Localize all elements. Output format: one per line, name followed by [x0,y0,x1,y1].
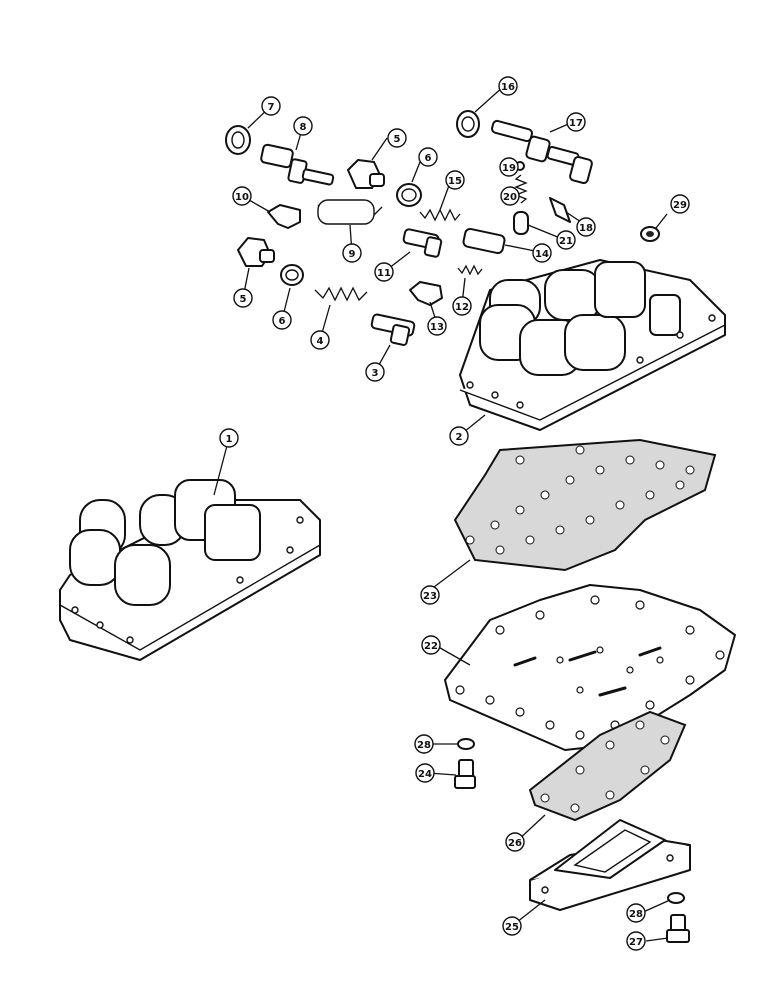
washer-6-lower [280,264,304,286]
valve-body-assembly-1 [59,479,321,661]
bolt-24 [454,759,476,789]
small-gasket-26 [528,710,687,822]
callout-14: 14 [532,243,552,263]
valve-14 [462,227,506,255]
callout-label: 14 [535,249,549,260]
callout-label: 18 [579,223,593,234]
callout-5-lower: 5 [233,288,253,308]
valve-spool-17 [491,119,593,185]
callout-28-lower: 28 [626,903,646,923]
callout-label: 10 [235,192,249,203]
spring-9 [317,199,383,225]
callout-label: 3 [372,368,379,379]
callout-18: 18 [576,217,596,237]
callout-6-upper: 6 [418,147,438,167]
spring-4 [314,286,368,302]
callout-17: 17 [566,112,586,132]
callout-label: 9 [349,249,356,260]
callout-12: 12 [452,296,472,316]
callout-label: 4 [317,336,324,347]
callout-5-upper: 5 [387,128,407,148]
callout-label: 24 [418,769,432,780]
seal-ring-16 [456,110,480,138]
callout-label: 28 [417,740,431,751]
callout-label: 5 [240,294,247,305]
callout-1: 1 [219,428,239,448]
callout-25: 25 [502,916,522,936]
callout-8: 8 [293,116,313,136]
callout-label: 29 [673,200,687,211]
callout-24: 24 [415,763,435,783]
cover-25 [529,819,691,911]
callout-26: 26 [505,832,525,852]
plug-5-lower [237,237,275,267]
callout-15: 15 [445,170,465,190]
callout-label: 27 [629,937,643,948]
callout-6-lower: 6 [272,310,292,330]
valve-11 [402,228,443,258]
valve-body-2 [459,259,726,431]
callout-28-upper: 28 [414,734,434,754]
callout-2: 2 [449,426,469,446]
callout-label: 15 [448,176,462,187]
callout-27: 27 [626,931,646,951]
callout-7: 7 [261,96,281,116]
callout-label: 16 [501,82,515,93]
spring-20 [514,174,528,204]
callout-label: 2 [456,432,463,443]
callout-label: 25 [505,922,519,933]
plug-5-upper [347,159,385,189]
callout-9: 9 [342,243,362,263]
callout-3: 3 [365,362,385,382]
callout-13: 13 [427,316,447,336]
separator-plate-22 [444,584,736,751]
callout-label: 6 [425,153,432,164]
callout-19: 19 [499,157,519,177]
spring-15 [419,208,461,222]
callout-10: 10 [232,186,252,206]
spring-12 [457,264,483,276]
callout-22: 22 [421,635,441,655]
callout-label: 21 [559,236,573,247]
callout-label: 8 [300,122,307,133]
plunger-21 [513,211,529,235]
callout-label: 23 [423,591,437,602]
callout-4: 4 [310,330,330,350]
seal-ring-7 [225,125,251,155]
callout-11: 11 [374,262,394,282]
washer-6-upper [396,183,422,207]
callout-20: 20 [500,186,520,206]
callout-16: 16 [498,76,518,96]
clip-18 [549,197,571,223]
washer-28-lower [667,892,685,904]
callout-label: 13 [430,322,444,333]
callout-label: 1 [226,434,233,445]
callout-label: 12 [455,302,469,313]
callout-23: 23 [420,585,440,605]
bolt-27 [666,914,690,943]
washer-28-upper [457,738,475,750]
callout-label: 22 [424,641,438,652]
callout-label: 5 [394,134,401,145]
valve-spool-8 [260,143,335,186]
callout-label: 20 [503,192,517,203]
callout-label: 11 [377,268,391,279]
clip-13 [409,281,443,306]
callout-29: 29 [670,194,690,214]
callout-21: 21 [556,230,576,250]
callout-label: 6 [279,316,286,327]
callout-label: 19 [502,163,516,174]
plug-29 [640,226,660,242]
callout-label: 28 [629,909,643,920]
gasket-23 [453,438,717,572]
callout-label: 17 [569,118,583,129]
callout-label: 7 [268,102,275,113]
callout-label: 26 [508,838,522,849]
valve-3 [370,313,416,346]
clip-10 [267,204,301,229]
